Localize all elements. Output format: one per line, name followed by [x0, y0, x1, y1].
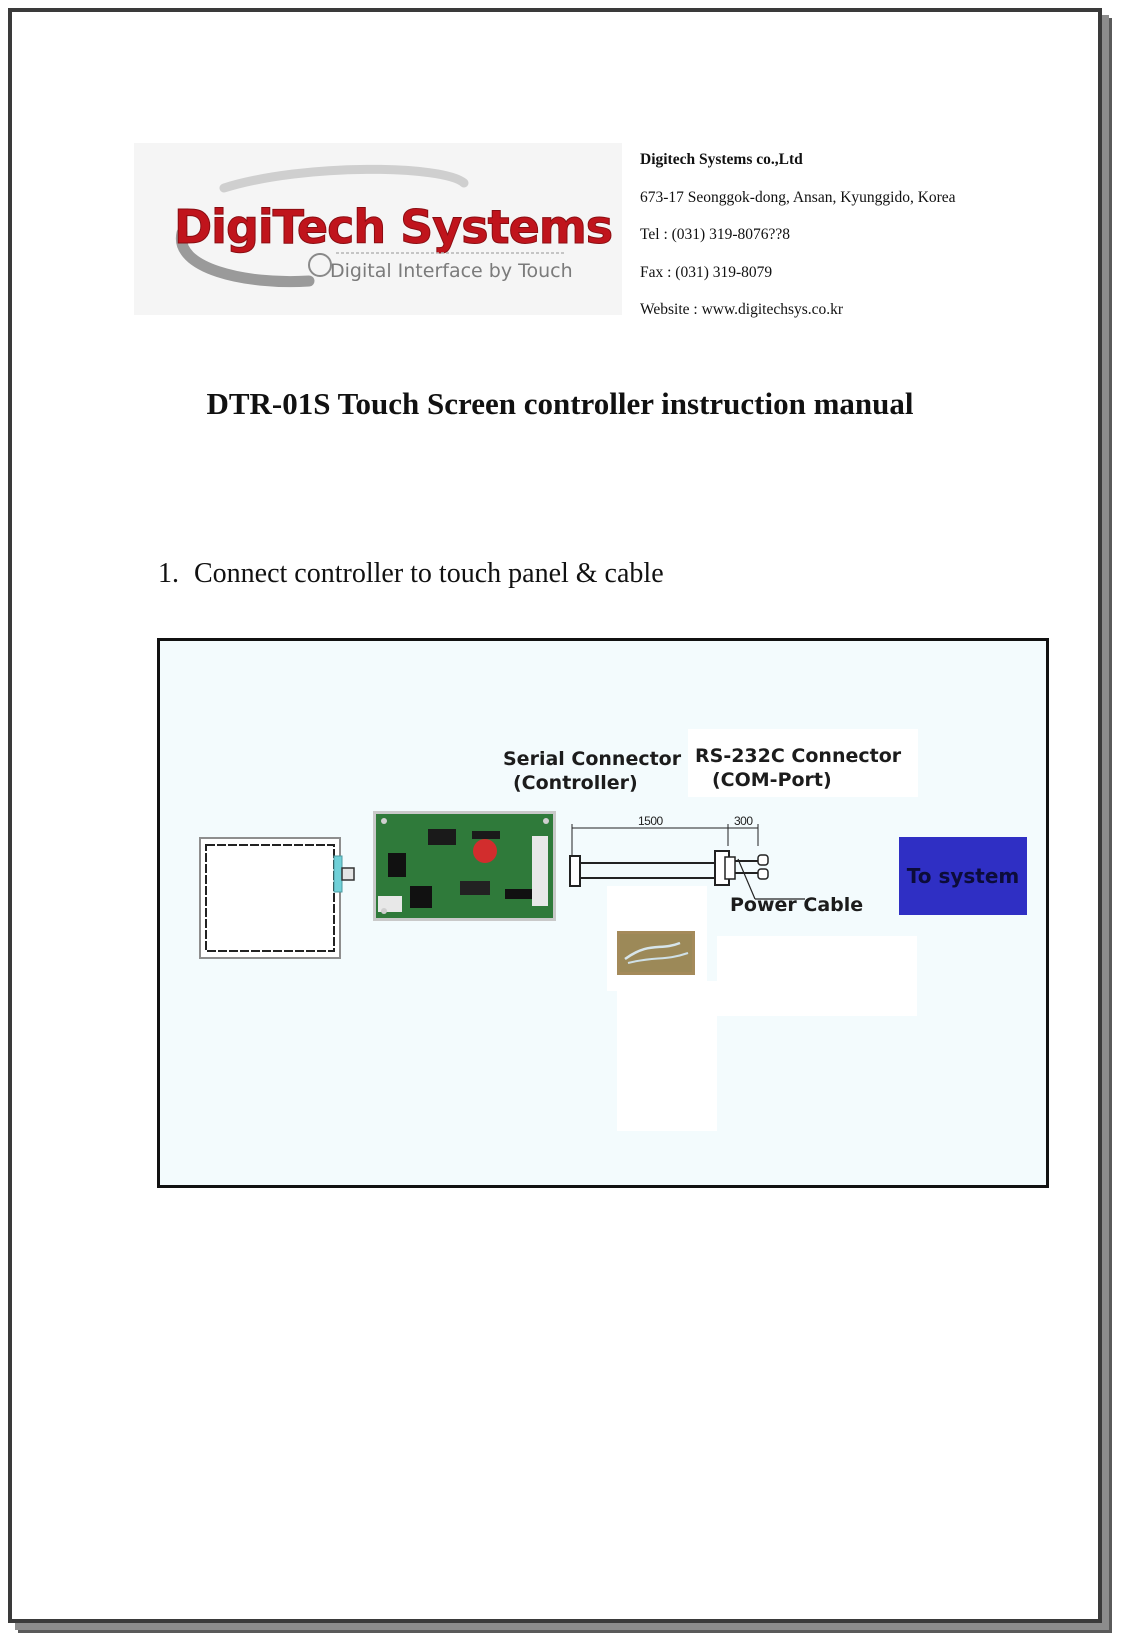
- cable-length-label: 1500: [638, 814, 663, 828]
- to-system-box: To system: [899, 837, 1027, 915]
- section-heading: 1. Connect controller to touch panel & ca…: [158, 558, 664, 590]
- rs232-connector-label: RS-232C Connector (COM-Port): [695, 744, 901, 792]
- logo-graphic: DigiTech Systems Digital Interface by To…: [174, 164, 614, 288]
- company-name: Digitech Systems co.,Ltd: [640, 151, 803, 168]
- rs232-connector-label-line1: RS-232C Connector: [695, 745, 902, 767]
- connection-diagram: Serial Connector (Controller) RS-232C Co…: [157, 638, 1049, 1188]
- serial-connector-label: Serial Connector (Controller): [503, 747, 681, 795]
- serial-cable: [569, 824, 805, 900]
- document-title: DTR-01S Touch Screen controller instruct…: [206, 386, 914, 421]
- logo-brand-text: DigiTech Systems: [174, 200, 612, 254]
- logo-tagline-text: Digital Interface by Touch: [330, 260, 573, 282]
- company-address: 673-17 Seonggok-dong, Ansan, Kyunggido, …: [640, 188, 956, 206]
- connector-length-label: 300: [734, 814, 753, 828]
- serial-connector-label-line1: Serial Connector: [503, 748, 682, 770]
- section-heading-text: Connect controller to touch panel & cabl…: [194, 558, 664, 589]
- white-patch: [688, 729, 918, 797]
- serial-connector-label-line2: (Controller): [513, 772, 638, 794]
- controller-board: [373, 811, 556, 921]
- company-info-block: Digitech Systems co.,Ltd 673-17 Seonggok…: [640, 150, 1070, 338]
- section-number: 1.: [158, 558, 179, 589]
- rs232-connector-label-line2: (COM-Port): [712, 769, 832, 791]
- white-patch: [617, 981, 717, 1131]
- company-website: Website : www.digitechsys.co.kr: [640, 301, 844, 318]
- diagram-graphics: [199, 729, 918, 1131]
- company-logo: DigiTech Systems Digital Interface by To…: [134, 143, 622, 315]
- power-cable-label: Power Cable: [730, 894, 864, 916]
- white-patch: [717, 936, 917, 1016]
- company-tel: Tel : (031) 319-8076??8: [640, 226, 790, 243]
- company-fax: Fax : (031) 319-8079: [640, 263, 773, 281]
- touch-panel: [199, 837, 355, 959]
- power-cable-photo: [617, 931, 695, 975]
